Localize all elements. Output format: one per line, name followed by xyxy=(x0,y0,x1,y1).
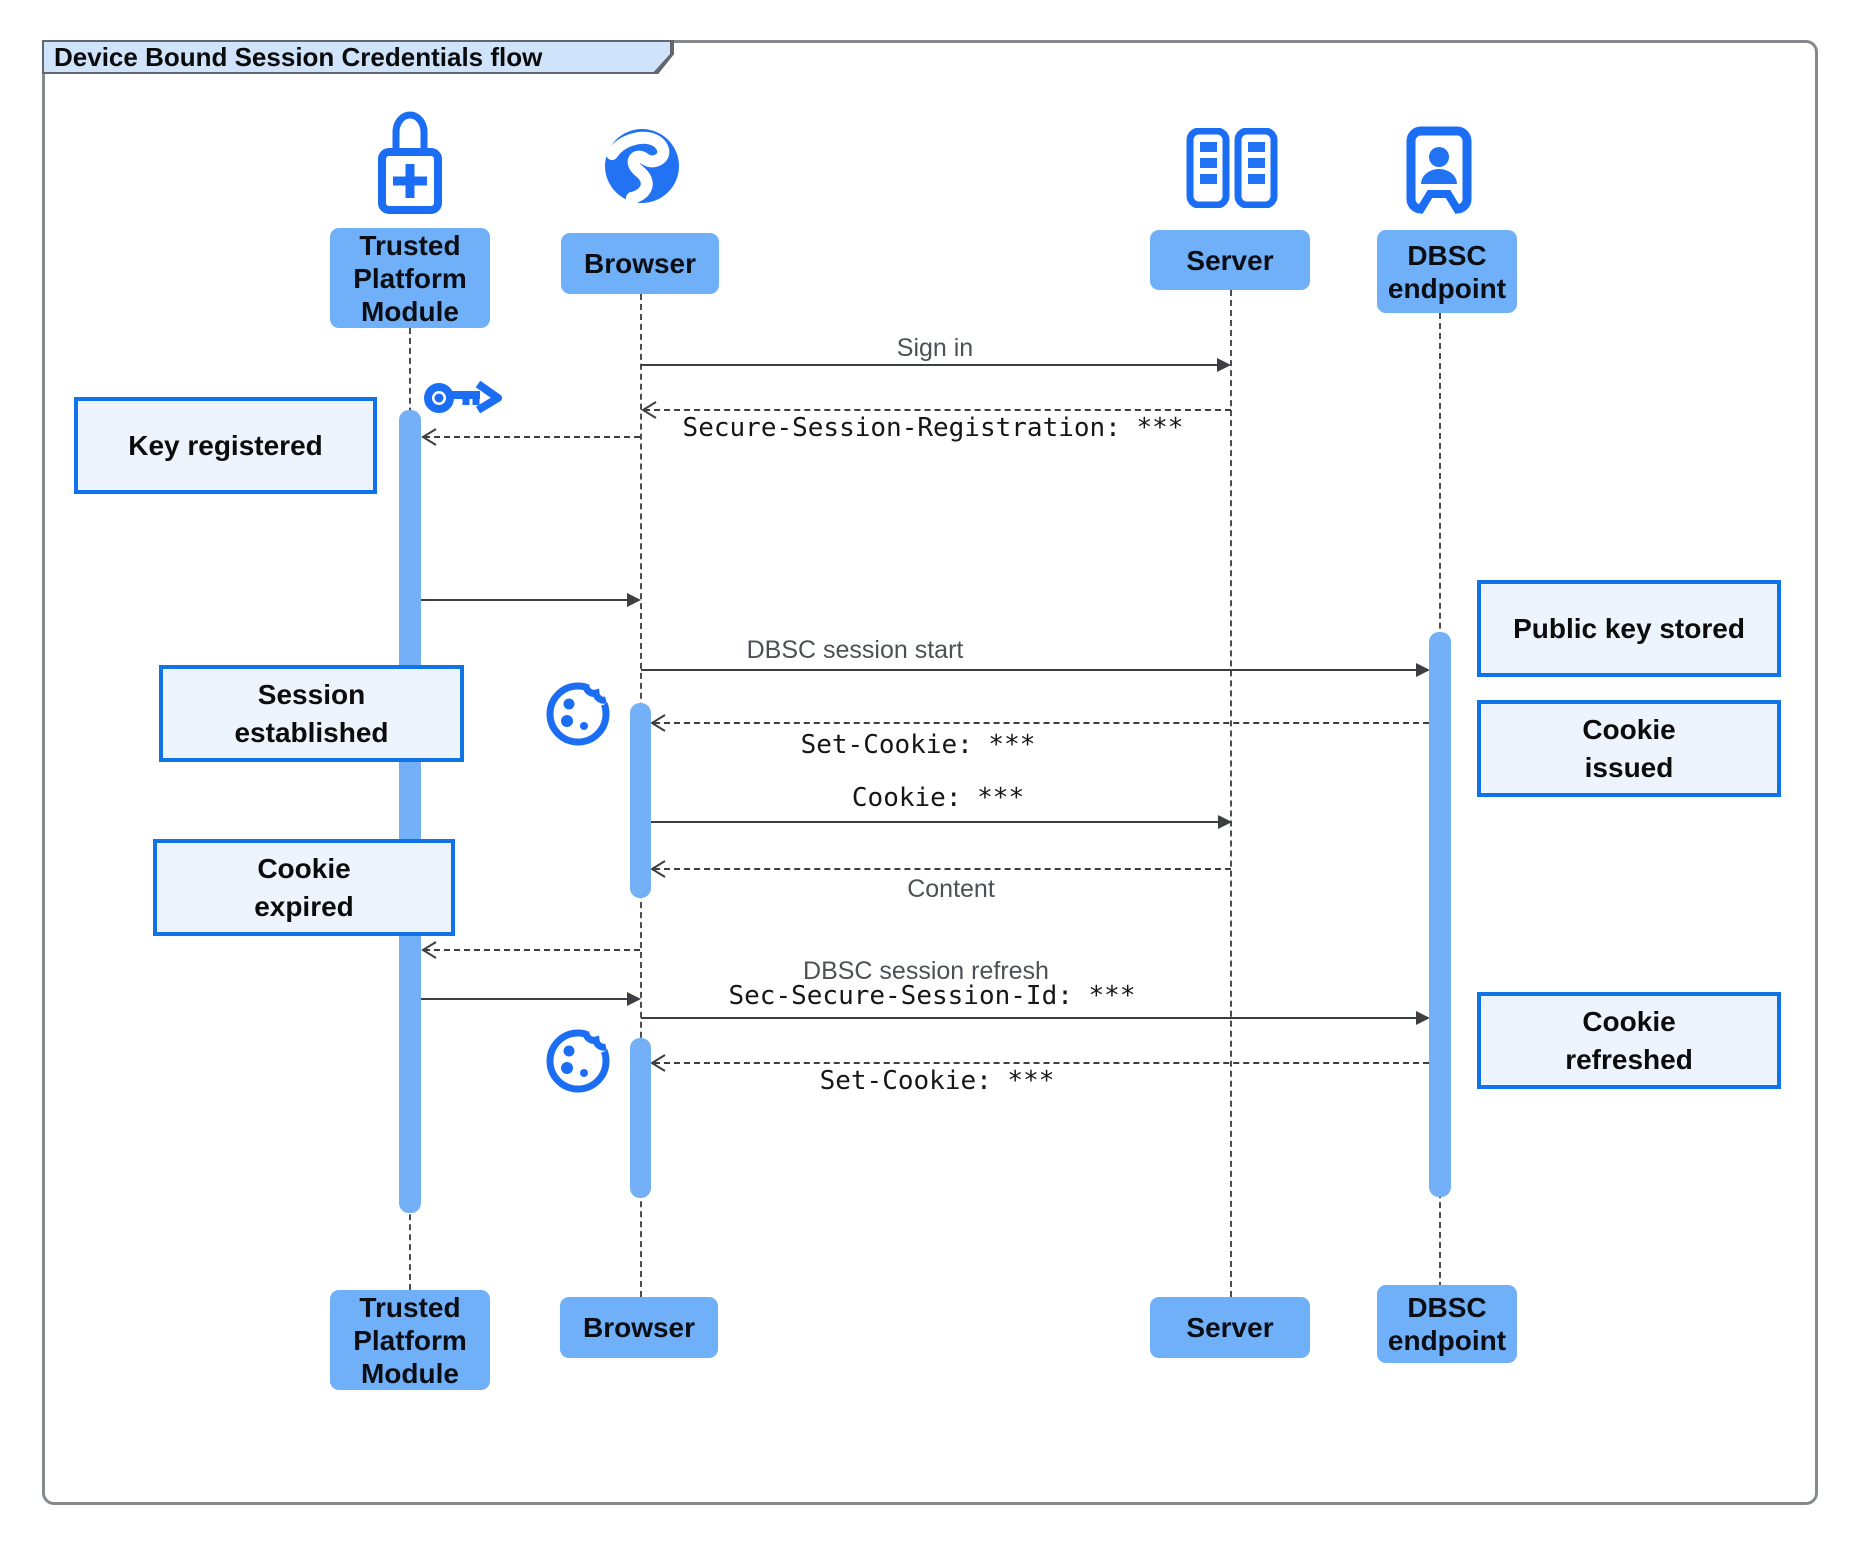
badge-person-icon xyxy=(1406,126,1472,214)
activation-dbsc xyxy=(1429,632,1451,1197)
message-register-key-line xyxy=(424,436,640,438)
message-session-registration-label: Secure-Session-Registration: *** xyxy=(682,413,1184,443)
message-cookie-label: Cookie: *** xyxy=(851,783,1025,813)
globe-icon xyxy=(605,129,679,204)
title-tab: Device Bound Session Credentials flow xyxy=(42,40,674,74)
message-set-cookie-2-label: Set-Cookie: *** xyxy=(819,1066,1055,1096)
key-icon xyxy=(424,380,502,414)
open-arrowhead-icon xyxy=(650,714,666,732)
message-cookie-line xyxy=(651,821,1218,823)
message-dbsc-session-refresh-line xyxy=(641,1017,1416,1019)
message-key-done-line xyxy=(421,599,627,601)
participant-tpm-top: Trusted Platform Module xyxy=(330,228,490,328)
lock-plus-icon xyxy=(378,111,442,214)
message-dbsc-session-start-label: DBSC session start xyxy=(746,636,964,664)
participant-server-top: Server xyxy=(1150,230,1310,290)
message-session-registration-line xyxy=(644,409,1231,411)
message-sign-in-line xyxy=(641,364,1218,366)
note-public-key-stored: Public key stored xyxy=(1477,580,1781,677)
message-sec-secure-session-id-label: Sec-Secure-Session-Id: *** xyxy=(728,981,1136,1011)
message-dbsc-session-start-line xyxy=(641,669,1416,671)
participant-dbsc-bottom: DBSC endpoint xyxy=(1377,1285,1517,1363)
cookie-icon xyxy=(546,678,612,746)
message-set-cookie-2-line xyxy=(654,1062,1429,1064)
note-key-registered: Key registered xyxy=(74,397,377,494)
cookie-icon xyxy=(546,1025,612,1093)
message-sign-refresh-line xyxy=(424,949,640,951)
message-dbsc-session-refresh-label: DBSC session refresh xyxy=(803,957,1049,985)
message-signed-line xyxy=(421,998,627,1000)
note-cookie-expired: Cookie expired xyxy=(153,839,455,936)
arrowhead-icon xyxy=(627,992,641,1006)
activation-browser-1 xyxy=(630,703,651,898)
open-arrowhead-icon xyxy=(650,860,666,878)
arrowhead-icon xyxy=(1416,663,1430,677)
note-cookie-refreshed: Cookie refreshed xyxy=(1477,992,1781,1089)
message-content-line xyxy=(654,868,1231,870)
message-set-cookie-1-label: Set-Cookie: *** xyxy=(800,730,1036,760)
open-arrowhead-icon xyxy=(641,401,657,419)
participant-browser-bottom: Browser xyxy=(560,1297,718,1358)
arrowhead-icon xyxy=(1416,1011,1430,1025)
activation-browser-2 xyxy=(630,1038,651,1198)
participant-browser-top: Browser xyxy=(561,233,719,294)
arrowhead-icon xyxy=(627,593,641,607)
message-set-cookie-1-line xyxy=(654,722,1429,724)
diagram-title: Device Bound Session Credentials flow xyxy=(54,41,543,72)
participant-server-bottom: Server xyxy=(1150,1297,1310,1358)
message-content-label: Content xyxy=(907,875,995,903)
activation-tpm xyxy=(399,410,421,1213)
arrowhead-icon xyxy=(1218,815,1232,829)
participant-dbsc-top: DBSC endpoint xyxy=(1377,230,1517,313)
lifeline-server xyxy=(1230,290,1232,1297)
participant-tpm-bottom: Trusted Platform Module xyxy=(330,1290,490,1390)
message-sign-in-label: Sign in xyxy=(896,334,974,362)
open-arrowhead-icon xyxy=(650,1054,666,1072)
server-rack-icon xyxy=(1186,128,1278,208)
arrowhead-icon xyxy=(1217,358,1231,372)
open-arrowhead-icon xyxy=(421,428,437,446)
note-session-established: Session established xyxy=(159,665,464,762)
note-cookie-issued: Cookie issued xyxy=(1477,700,1781,797)
open-arrowhead-icon xyxy=(421,941,437,959)
